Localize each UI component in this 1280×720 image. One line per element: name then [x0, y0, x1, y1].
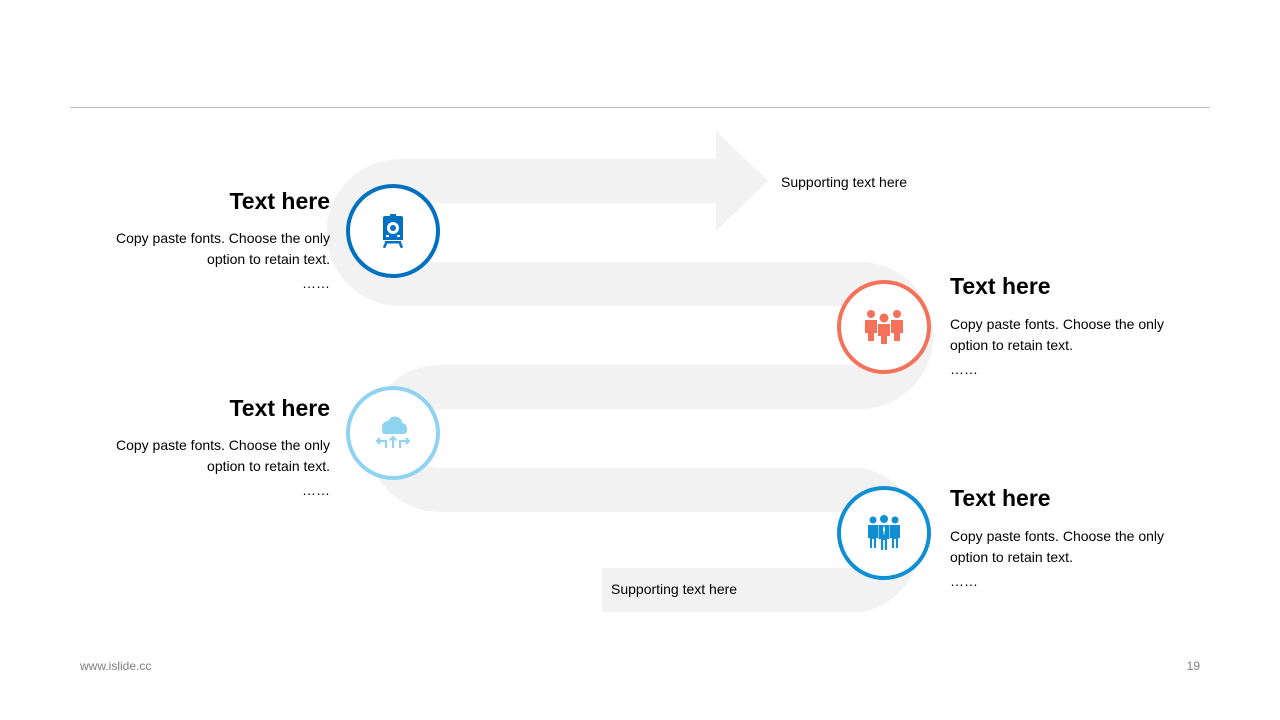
step-3-line-1: Copy paste fonts. Choose the only	[115, 437, 330, 453]
step-2-ellipsis: ……	[950, 361, 978, 377]
supporting-text-start: Supporting text here	[781, 174, 908, 190]
step-1-line-1: Copy paste fonts. Choose the only	[115, 230, 330, 246]
footer-website: www.islide.cc	[80, 659, 152, 673]
step-3-title: Text here	[229, 395, 330, 421]
step-2-title: Text here	[950, 273, 1051, 299]
step-4-title: Text here	[950, 485, 1051, 511]
step-1-title: Text here	[229, 188, 330, 214]
step-1-ellipsis: ……	[302, 275, 330, 291]
train-icon	[382, 214, 404, 248]
step-4-circle	[837, 486, 931, 580]
header-divider	[70, 107, 1210, 108]
path-start-bar	[440, 159, 720, 203]
step-1-line-2: option to retain text.	[207, 251, 330, 267]
step-2-circle	[837, 280, 931, 374]
team-icon	[865, 310, 903, 344]
step-3-circle	[346, 386, 440, 480]
page-number: 19	[1186, 659, 1200, 673]
business-team-icon	[868, 515, 900, 550]
cloud-transfer-icon	[375, 416, 411, 448]
step-2-line-1: Copy paste fonts. Choose the only	[950, 316, 1165, 332]
step-4-ellipsis: ……	[950, 573, 978, 589]
step-3-ellipsis: ……	[302, 482, 330, 498]
step-3-line-2: option to retain text.	[207, 458, 330, 474]
step-4-line-1: Copy paste fonts. Choose the only	[950, 528, 1165, 544]
step-2-line-2: option to retain text.	[950, 337, 1073, 353]
supporting-text-end: Supporting text here	[611, 581, 738, 597]
step-1-circle	[346, 184, 440, 278]
step-4-line-2: option to retain text.	[950, 549, 1073, 565]
path-arrow-head	[716, 131, 768, 231]
